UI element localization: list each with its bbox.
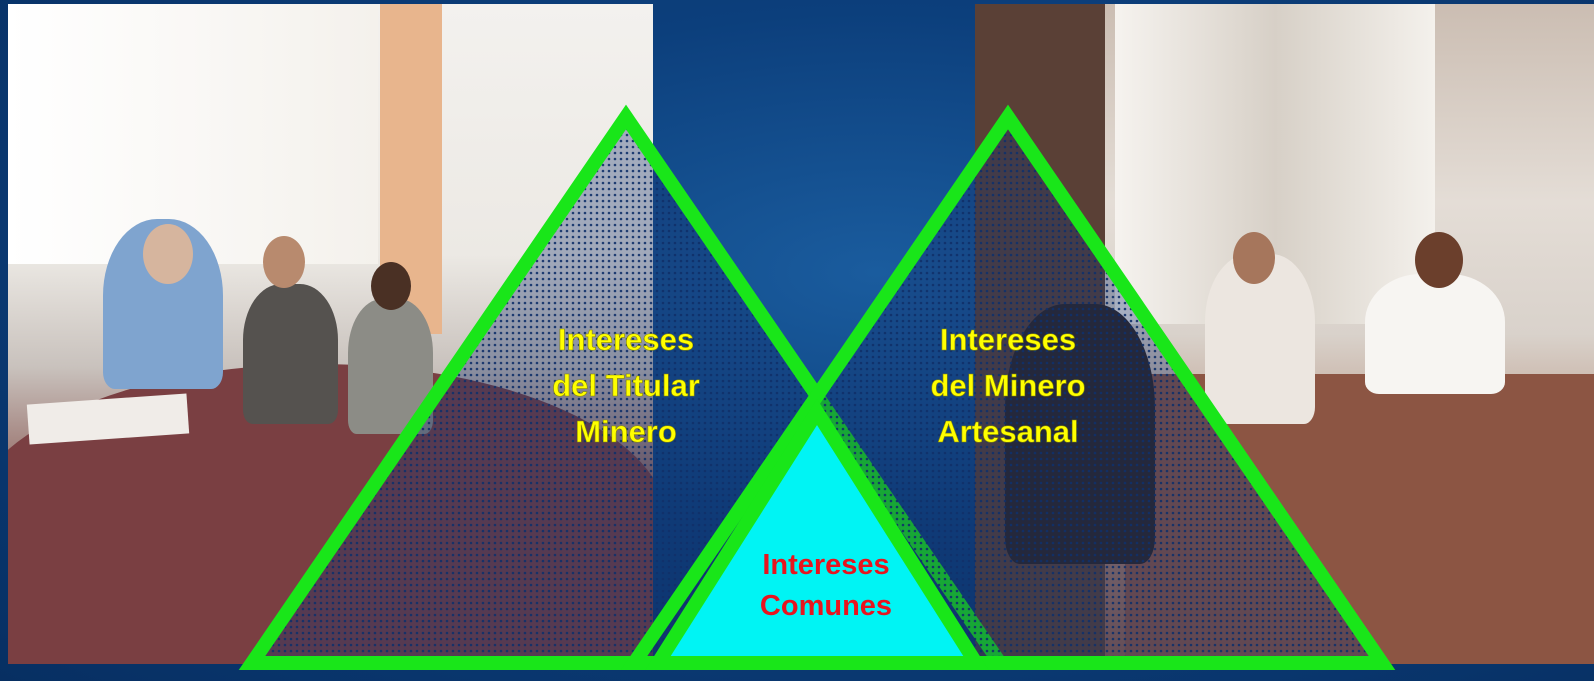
center-label-line2: Comunes [760, 590, 892, 622]
person-5 [1365, 274, 1505, 394]
person-4-head [1233, 232, 1275, 284]
center-triangle [645, 398, 989, 670]
left-label-line3: Minero [575, 414, 677, 449]
center-label-line1: Intereses [762, 549, 889, 581]
person-3-head [371, 262, 411, 310]
person-1-head [143, 224, 193, 284]
right-label-line1: Intereses [940, 322, 1076, 357]
left-label-line2: del Titular [552, 368, 700, 403]
window-light [8, 4, 378, 264]
person-5-head [1415, 232, 1463, 288]
right-label-line2: del Minero [930, 368, 1085, 403]
person-2 [243, 284, 338, 424]
person-2-head [263, 236, 305, 288]
right-label-line3: Artesanal [937, 414, 1078, 449]
left-label-line1: Intereses [558, 322, 694, 357]
